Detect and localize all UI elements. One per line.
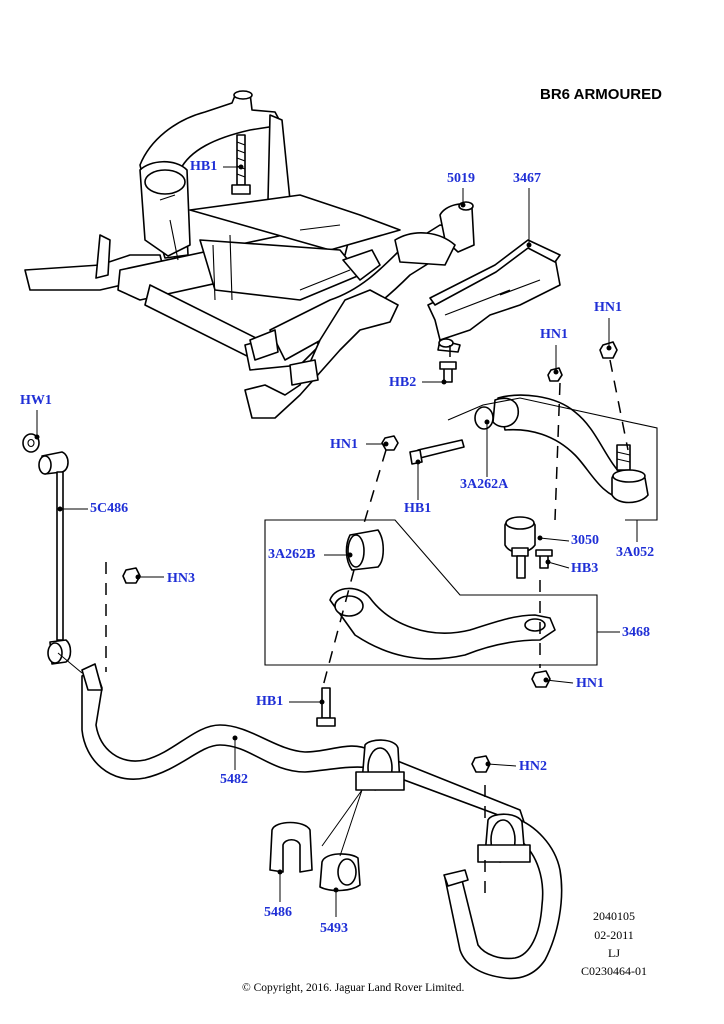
- callout-5482[interactable]: 5482: [220, 772, 248, 787]
- subframe: [24, 90, 475, 419]
- lower-arm-3468: [329, 587, 556, 660]
- callout-hw1[interactable]: HW1: [20, 393, 52, 408]
- assembly-lines: [105, 345, 629, 900]
- bolt-hb2: [439, 361, 457, 383]
- nut-hn3: [122, 567, 141, 584]
- upper-arm-3a052: [474, 394, 649, 504]
- callout-hb2[interactable]: HB2: [389, 375, 417, 390]
- ball-joint-3050: [504, 516, 536, 579]
- callout-3a262a[interactable]: 3A262A: [460, 477, 509, 492]
- link-5c486: [38, 451, 72, 665]
- meta-line4: C0230464-01: [581, 964, 647, 978]
- bolt-hb1-low: [316, 687, 336, 727]
- callout-hb1-top[interactable]: HB1: [190, 159, 218, 174]
- bushing-3a262b: [345, 529, 385, 571]
- bracket-3467: [427, 239, 561, 353]
- callout-5486[interactable]: 5486: [264, 905, 292, 920]
- callout-3468[interactable]: 3468: [622, 625, 650, 640]
- bushing-clamp-upper: [355, 739, 405, 791]
- callout-3467[interactable]: 3467: [513, 171, 541, 186]
- callout-5019[interactable]: 5019: [447, 171, 475, 186]
- stabilizer-bar-5482: [81, 663, 563, 980]
- callout-hn3[interactable]: HN3: [167, 571, 195, 586]
- leader-lines: [34, 164, 638, 917]
- nut-hn2: [471, 755, 491, 773]
- meta-line3: LJ: [608, 946, 620, 960]
- callout-hb1-mid[interactable]: HB1: [404, 501, 432, 516]
- copyright-notice: © Copyright, 2016. Jaguar Land Rover Lim…: [242, 982, 465, 994]
- callout-hn1-left[interactable]: HN1: [330, 437, 358, 452]
- callout-hb1-low[interactable]: HB1: [256, 694, 284, 709]
- callout-hb3[interactable]: HB3: [571, 561, 599, 576]
- callout-hn1-right[interactable]: HN1: [594, 300, 622, 315]
- nut-hn1-low: [531, 670, 551, 688]
- bolt-hb1-top: [231, 134, 251, 195]
- callout-hn2[interactable]: HN2: [519, 759, 547, 774]
- box-3468: [264, 397, 658, 666]
- callout-3a052[interactable]: 3A052: [616, 545, 655, 560]
- meta-line2: 02-2011: [594, 928, 634, 942]
- callout-5c486[interactable]: 5C486: [90, 501, 129, 516]
- meta-line1: 2040105: [593, 909, 635, 923]
- bolt-hb3: [535, 549, 553, 569]
- callout-hn1-low[interactable]: HN1: [576, 676, 604, 691]
- callout-5493[interactable]: 5493: [320, 921, 348, 936]
- callout-3050[interactable]: 3050: [571, 533, 599, 548]
- callout-3a262b[interactable]: 3A262B: [268, 547, 316, 562]
- nut-hn1-mid: [547, 367, 563, 382]
- callout-hn1-mid[interactable]: HN1: [540, 327, 568, 342]
- clamp-5486: [269, 821, 313, 873]
- bush-5493: [319, 853, 361, 892]
- diagram-heading: BR6 ARMOURED: [540, 86, 662, 103]
- bushing-clamp-lower: [477, 813, 531, 863]
